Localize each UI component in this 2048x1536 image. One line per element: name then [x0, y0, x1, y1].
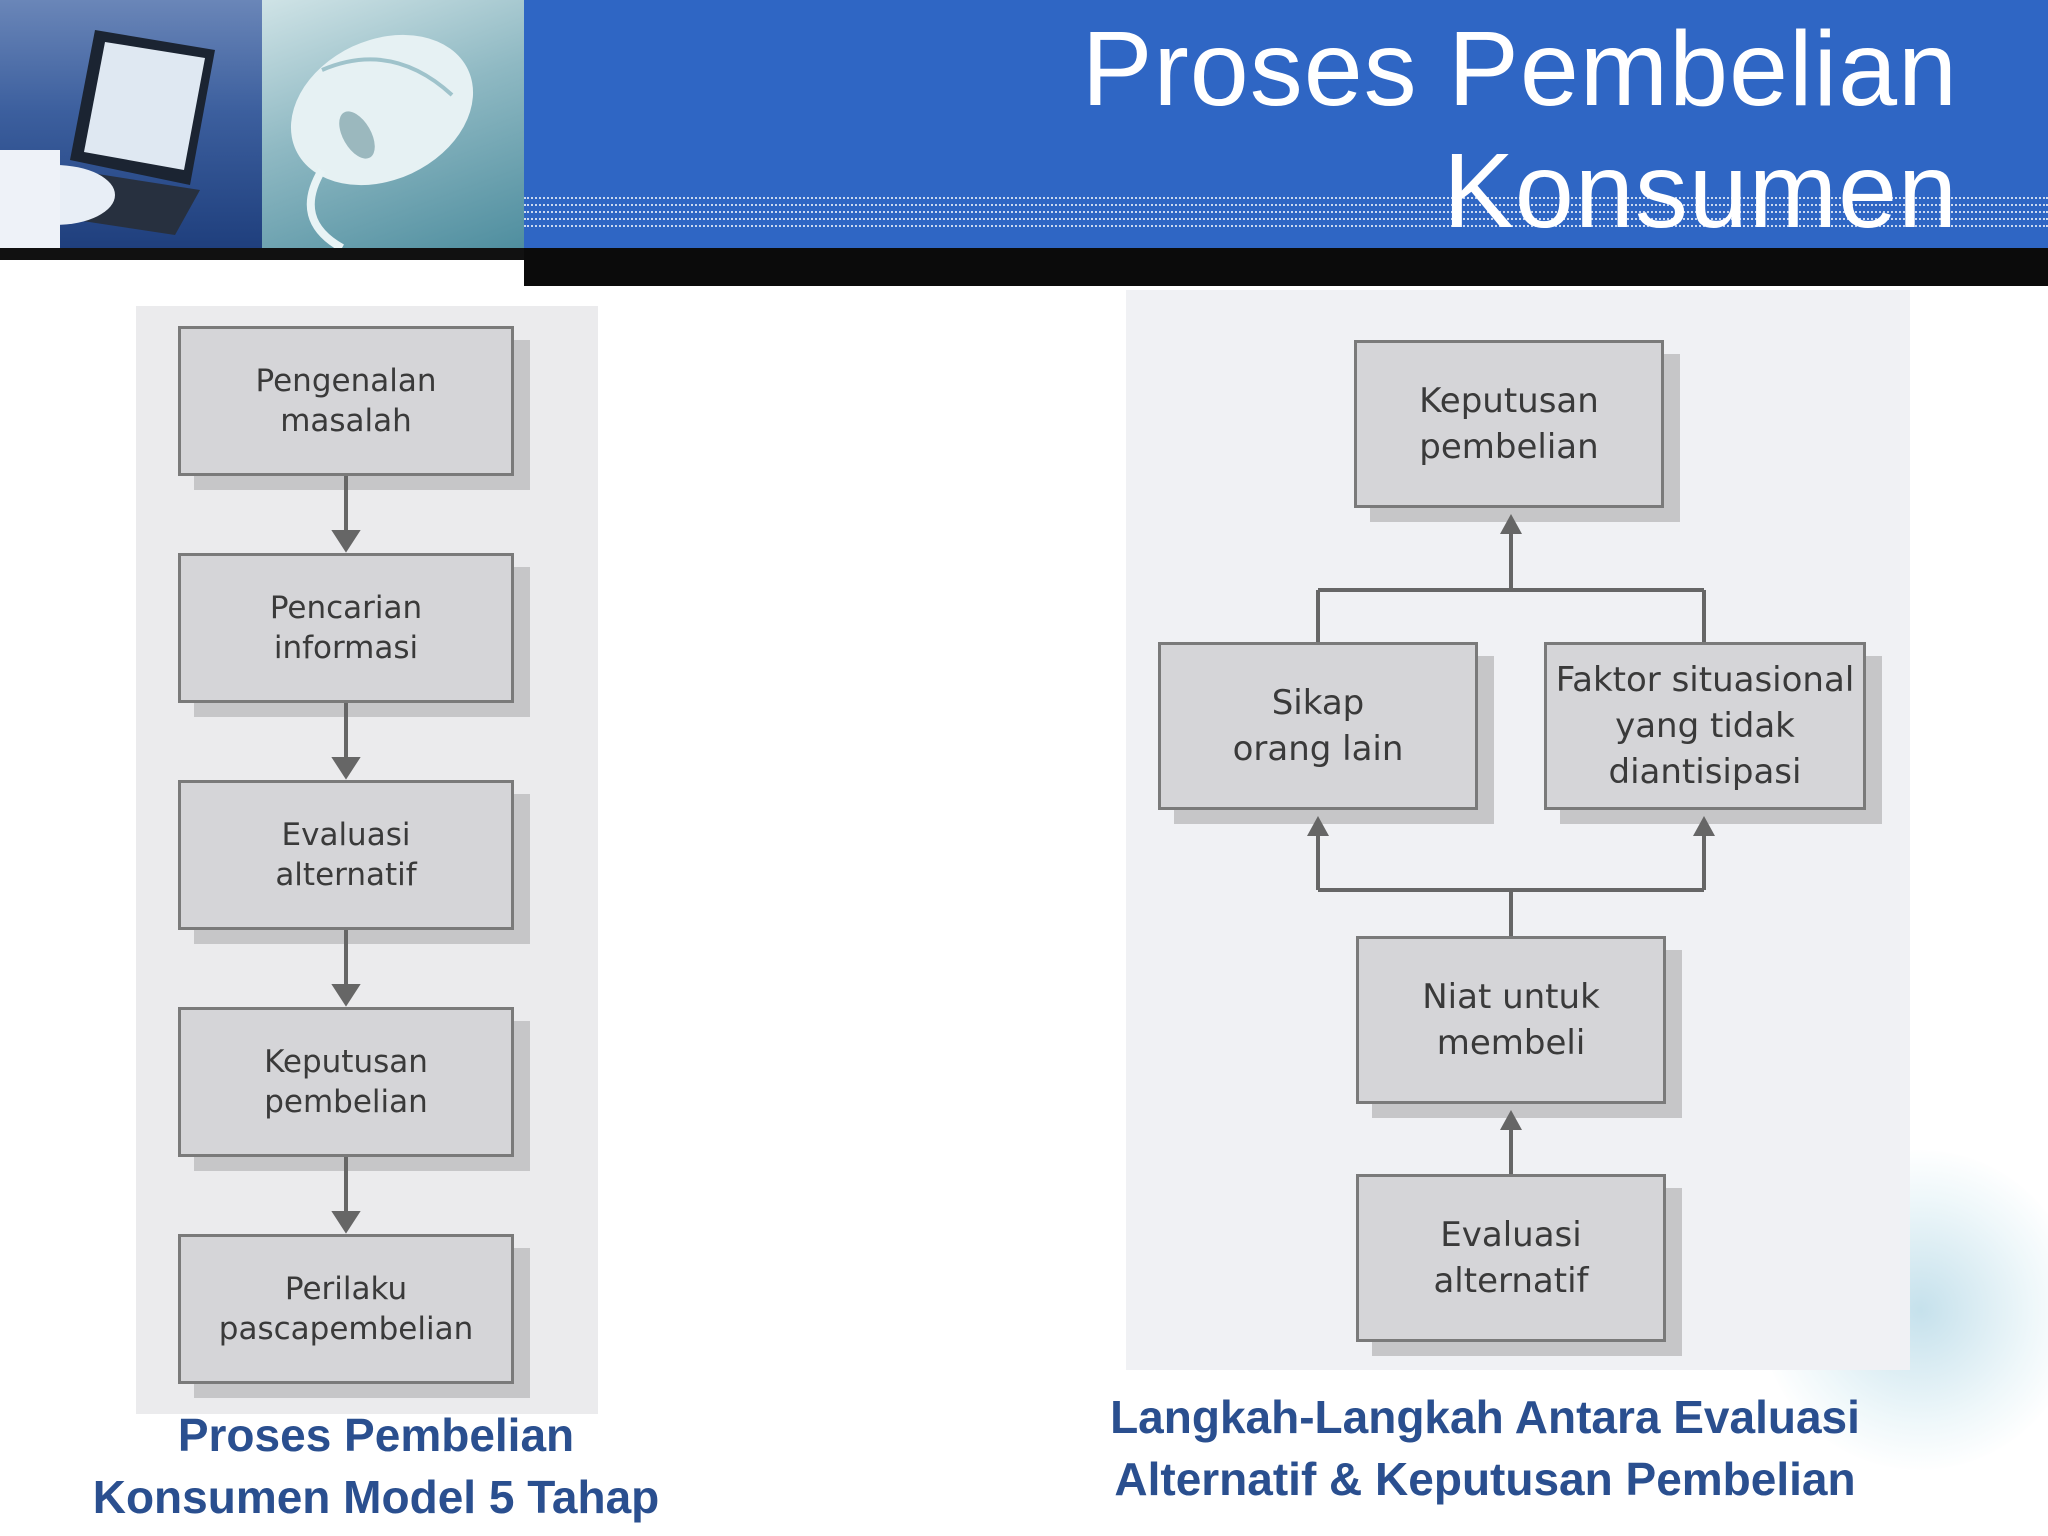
title-underbar — [524, 248, 2048, 286]
node-attitude-of-others: Sikap orang lain — [1158, 642, 1478, 810]
dotted-rule — [524, 204, 2048, 206]
five-stage-diagram: Pengenalan masalah Pencarian informasi E… — [136, 306, 598, 1414]
arrow-head — [1500, 1110, 1522, 1130]
evaluation-to-decision-diagram: Keputusan pembelian Sikap orang lain Fak… — [1126, 290, 1910, 1370]
step-post-purchase-behavior: Perilaku pascapembelian — [178, 1234, 514, 1384]
left-diagram-caption: Proses Pembelian Konsumen Model 5 Tahap — [92, 1409, 660, 1523]
step-purchase-decision: Keputusan pembelian — [178, 1007, 514, 1157]
dotted-rule — [524, 197, 2048, 199]
laptop-photo — [0, 0, 262, 248]
node-purchase-decision: Keputusan pembelian — [1354, 340, 1664, 508]
mouse-photo — [262, 0, 524, 248]
photo-strip — [0, 248, 524, 260]
step-alternative-evaluation: Evaluasi alternatif — [178, 780, 514, 930]
arrow-head — [331, 530, 361, 553]
arrow-head — [331, 757, 361, 780]
arrow-head — [1693, 816, 1715, 836]
arrow-head — [331, 1211, 361, 1234]
page-title: Proses Pembelian Konsumen — [1081, 10, 1958, 250]
dotted-rule — [524, 225, 2048, 227]
node-alternative-evaluation: Evaluasi alternatif — [1356, 1174, 1666, 1342]
title-banner — [524, 0, 2048, 248]
node-purchase-intention: Niat untuk membeli — [1356, 936, 1666, 1104]
step-information-search: Pencarian informasi — [178, 553, 514, 703]
arrow-head — [1500, 514, 1522, 534]
dotted-rule — [524, 218, 2048, 220]
dotted-rule — [524, 211, 2048, 213]
arrow-head — [1307, 816, 1329, 836]
node-unanticipated-situational-factors: Faktor situasional yang tidak diantisipa… — [1544, 642, 1866, 810]
right-diagram-caption: Langkah-Langkah Antara Evaluasi Alternat… — [1110, 1391, 1860, 1505]
step-problem-recognition: Pengenalan masalah — [178, 326, 514, 476]
arrow-head — [331, 984, 361, 1007]
